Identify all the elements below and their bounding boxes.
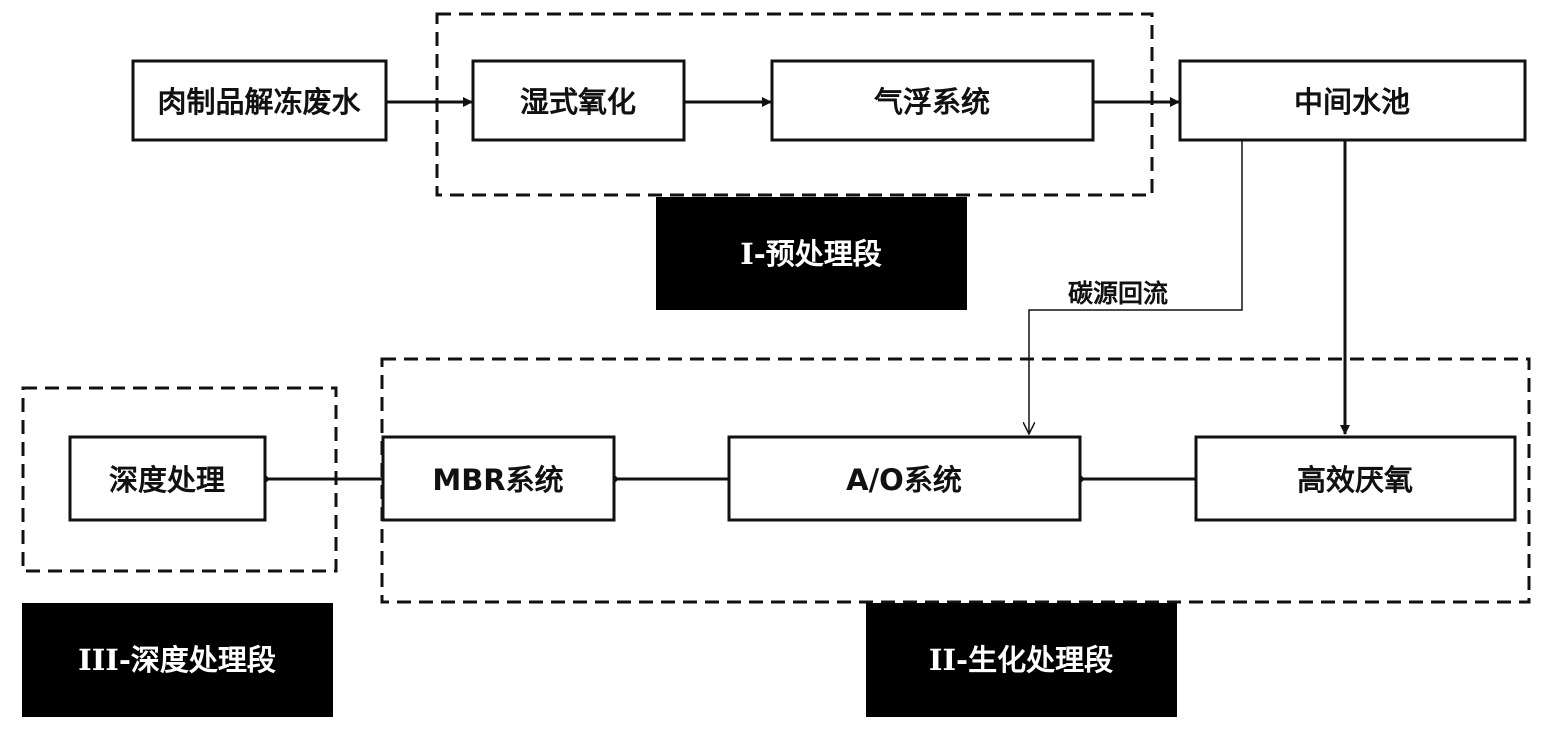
stage1-label: I-预处理段 xyxy=(740,237,882,271)
carbon-return-line xyxy=(1029,141,1243,434)
stage2-label: II-生化处理段 xyxy=(929,643,1113,677)
carbon-return-label: 碳源回流 xyxy=(1068,279,1168,308)
mbr-system-box: MBR系统 xyxy=(381,435,616,522)
ao-system-label: A/O系统 xyxy=(846,463,962,497)
mbr-system-label: MBR系统 xyxy=(432,463,563,497)
source-box: 肉制品解冻废水 xyxy=(131,59,388,142)
intermediate-tank-box: 中间水池 xyxy=(1178,59,1527,142)
anaerobic-box: 高效厌氧 xyxy=(1194,435,1517,522)
stage1-label-block: I-预处理段 xyxy=(656,197,967,310)
ao-system-box: A/O系统 xyxy=(727,435,1082,522)
air-flotation-box: 气浮系统 xyxy=(770,59,1095,142)
wet-oxidation-label: 湿式氧化 xyxy=(520,85,636,119)
stage3-label: III-深度处理段 xyxy=(78,643,276,677)
advanced-treatment-label: 深度处理 xyxy=(109,463,225,497)
wet-oxidation-box: 湿式氧化 xyxy=(471,59,686,142)
stage3-label-block: III-深度处理段 xyxy=(22,603,333,717)
stage1-dashed-region xyxy=(435,12,1154,197)
source-label: 肉制品解冻废水 xyxy=(157,85,361,119)
stage2-label-block: II-生化处理段 xyxy=(866,603,1177,717)
intermediate-tank-label: 中间水池 xyxy=(1294,85,1410,119)
advanced-treatment-box: 深度处理 xyxy=(68,435,267,522)
anaerobic-label: 高效厌氧 xyxy=(1297,463,1413,497)
air-flotation-label: 气浮系统 xyxy=(873,85,990,119)
stage2-dashed-region xyxy=(380,357,1531,604)
